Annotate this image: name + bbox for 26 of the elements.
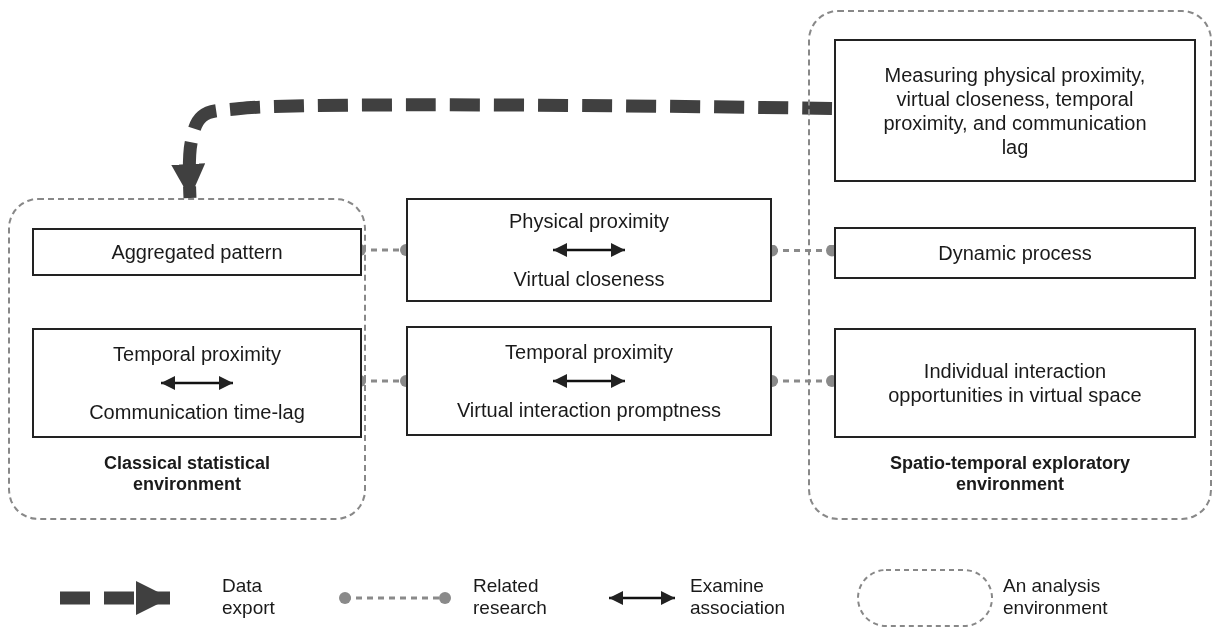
environment-title: Classical statistical environment	[102, 452, 272, 496]
legend-label: Examine association	[690, 575, 787, 619]
node-text: Communication time-lag	[89, 400, 305, 424]
environment-title: Spatio-temporal exploratory environment	[888, 452, 1131, 496]
node-text: Temporal proximity	[505, 340, 673, 364]
process-box	[406, 198, 772, 302]
process-box	[834, 227, 1196, 279]
node-text: Physical proximity	[508, 209, 669, 233]
node-text: Temporal proximity	[113, 342, 281, 366]
legend-label: Related research	[473, 575, 548, 619]
node-text: Dynamic process	[938, 241, 1092, 265]
process-box	[32, 328, 362, 438]
legend-label: Data export	[222, 575, 276, 619]
node-text: Aggregated pattern	[111, 240, 283, 264]
node-text: Measuring physical proximity, virtual closeness, temporal proximity, and communication lag	[882, 62, 1148, 159]
environment-boundary	[808, 10, 1212, 520]
legend-label: An analysis environment	[1003, 575, 1109, 619]
process-box	[32, 228, 362, 276]
node-text: Individual interaction opportunities in virtual space	[887, 359, 1143, 407]
process-box	[406, 326, 772, 436]
process-box	[834, 39, 1196, 182]
data-export-arrow	[171, 98, 833, 199]
process-box	[834, 328, 1196, 438]
node-text: Virtual interaction promptness	[456, 398, 722, 422]
node-text: Virtual closeness	[513, 267, 665, 291]
environment-boundary	[8, 198, 366, 520]
